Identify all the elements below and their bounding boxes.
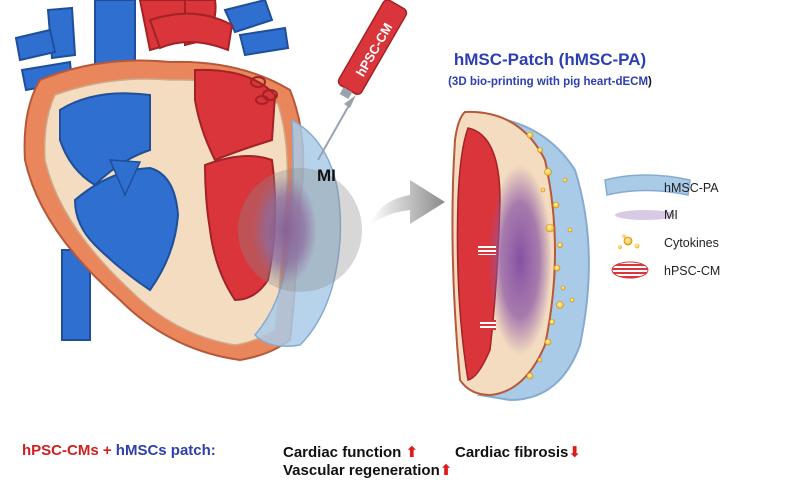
up-arrow-icon: ⬆ [439,462,453,479]
cytokine-dot [545,223,555,233]
magnifier-circle [238,168,362,292]
cytokine-dot [569,297,575,303]
cytokine-dot [526,131,534,139]
cytokine-dot [552,201,560,209]
cytokine-dots-icon [618,234,640,249]
outcome-cardiac-function: Cardiac function [283,444,402,461]
mi-label: MI [317,166,336,185]
cytokine-dot [540,187,546,193]
summary-line-1: hPSC-CMs + hMSCs patch: [22,442,216,459]
cytokine-dot [544,168,552,176]
legend-label-hpsc-cm: hPSC-CM [664,264,721,278]
cytokine-dot [557,242,563,248]
patch-subtitle-main: (3D bio-printing with pig heart-dECM [448,76,649,88]
legend-label-mi: MI [664,208,678,222]
outcome-vascular-regeneration: Vascular regeneration [283,462,440,479]
outcome-cardiac-fibrosis: Cardiac fibrosis [455,444,569,461]
left-atrium [194,68,277,162]
patch-subtitle-close: ) [648,76,652,88]
right-atrium [59,92,151,187]
patch-subtitle: (3D bio-printing with pig heart-dECM) [400,76,700,88]
cytokine-dot [562,177,568,183]
patch-title: hMSC-Patch (hMSC-PA) [453,50,647,69]
infarct-region [253,175,317,285]
summary-outcome-3: Vascular regeneration⬆ [283,461,452,479]
legend-label-cytokines: Cytokines [664,236,719,250]
infarct-blur-icon [615,210,675,220]
summary-colon: : [210,442,216,459]
summary-plus: + [98,442,116,459]
patch-cross-section [451,110,590,402]
summary-outcome-1: Cardiac function ⬆ [283,443,418,461]
striped-cells [478,245,496,255]
left-ventricle [203,155,277,302]
patch-band-icon [604,174,691,196]
cytokine-dot [567,227,573,233]
patch-infarct-region [488,165,552,355]
cytokine-dot [537,147,543,153]
cytokine-dot [549,319,555,325]
cytokine-dot [556,301,564,309]
cytokine-dot [544,338,552,346]
down-arrow-icon: ⬇ [568,444,581,461]
up-arrow-icon: ⬆ [405,444,419,461]
summary-treatment-cm: hPSC-CMs [22,442,99,459]
cytokine-dot [537,357,543,363]
summary-treatment-msc: hMSCs patch [115,442,211,459]
syringe: hPSC-CM [317,0,408,161]
legend-icons [604,174,691,279]
cytokine-dot [560,285,566,291]
striped-cells [480,320,496,330]
summary-outcome-2: Cardiac fibrosis⬇ [455,443,581,461]
legend-label-hmsc-pa: hMSC-PA [664,181,719,195]
cytokine-dot [526,372,534,380]
cytokine-dot [553,264,561,272]
transition-arrow-icon [370,180,445,225]
cardiomyocyte-icon [611,261,649,279]
heart-illustration [14,0,362,362]
great-vessels [14,0,290,341]
cytokine-dots [526,131,575,380]
